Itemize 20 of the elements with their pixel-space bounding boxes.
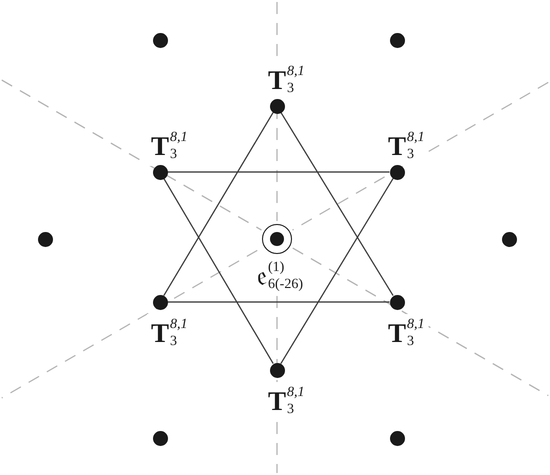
star-line [168, 301, 390, 303]
star-line [163, 178, 274, 364]
dot [152, 164, 168, 180]
dot [38, 232, 52, 246]
dot [152, 294, 168, 310]
dot [502, 232, 516, 246]
dot [270, 232, 284, 246]
dot [390, 430, 404, 446]
dot [270, 98, 284, 114]
dot [152, 430, 168, 446]
ring [262, 224, 292, 254]
dot [390, 164, 404, 180]
star-line [280, 112, 394, 296]
dot [390, 32, 404, 48]
star-line [168, 171, 390, 173]
dot [152, 32, 168, 48]
dot [270, 362, 284, 378]
star-line [163, 112, 274, 296]
dot [390, 294, 404, 310]
star-line [280, 178, 394, 364]
